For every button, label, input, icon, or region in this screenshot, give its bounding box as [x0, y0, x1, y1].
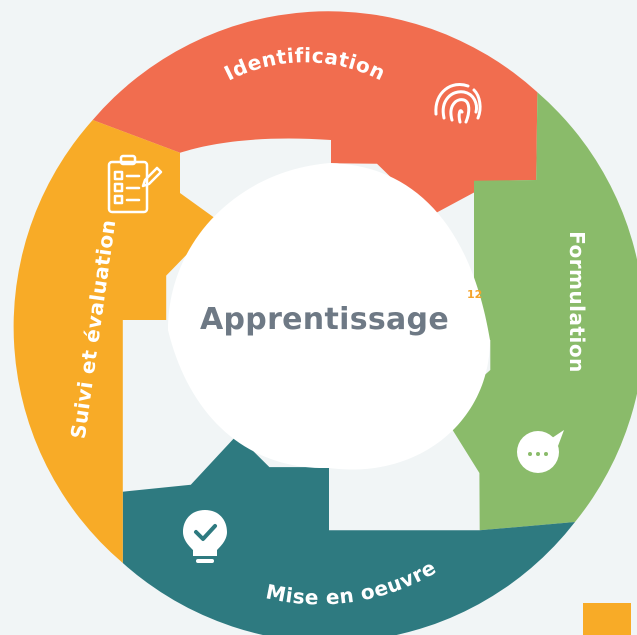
chat-bubble-icon — [517, 430, 564, 473]
center-title: Apprentissage — [200, 302, 449, 337]
segment-formulation — [442, 92, 637, 531]
fingerprint-icon — [434, 83, 482, 124]
corner-accent-square — [583, 603, 631, 635]
clipboard-checklist-icon — [107, 154, 163, 214]
lightbulb-check-icon — [183, 510, 227, 563]
segment-identification — [92, 11, 538, 216]
segment-suivi-evaluation — [13, 120, 220, 563]
center-superscript: 12 — [467, 288, 483, 301]
segment-mise-en-oeuvre — [122, 435, 575, 635]
center-circle — [168, 163, 490, 470]
label-formulation: Formulation — [565, 231, 589, 373]
